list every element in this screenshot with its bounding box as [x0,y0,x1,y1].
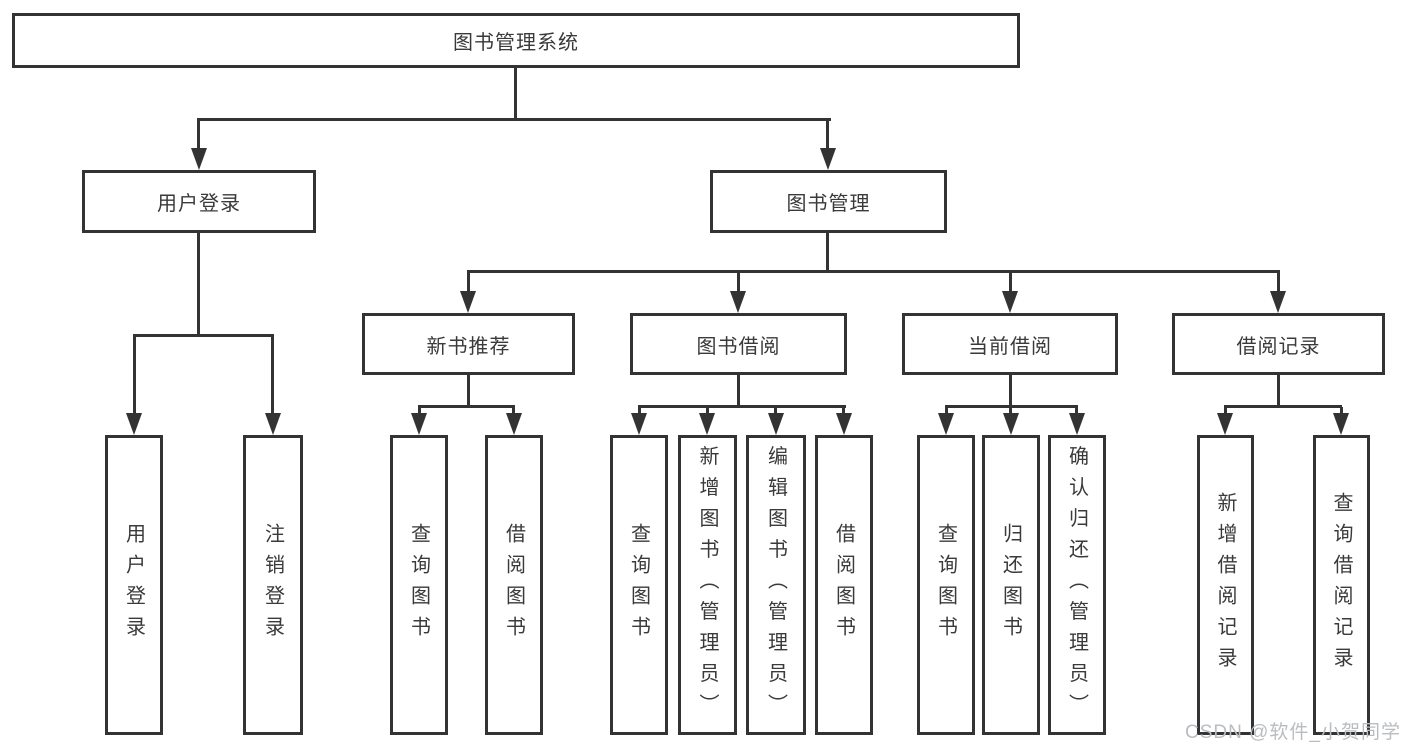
connector-line [737,272,740,294]
arrowhead-down-icon [730,291,746,313]
connector-line [271,336,274,416]
leaf-label: 确认归还（管理员） [1065,445,1088,725]
arrowhead-down-icon [506,413,522,435]
leaf-label: 查询借阅记录 [1330,492,1352,678]
connector-line [945,407,948,417]
arrowhead-down-icon [1002,291,1018,313]
leaf-return-books: 归还图书 [982,435,1040,735]
connector-line [1009,375,1012,407]
node-new-book-recommendation: 新书推荐 [362,313,575,375]
arrowhead-down-icon [460,291,476,313]
leaf-label: 查询图书 [627,523,650,647]
node-book-management: 图书管理 [710,170,947,233]
connector-line [826,233,829,272]
leaf-confirm-return-admin: 确认归还（管理员） [1048,435,1106,735]
node-label: 当前借阅 [968,335,1052,358]
connector-line [1277,272,1280,294]
connector-line [467,272,470,294]
arrowhead-down-icon [1003,413,1019,435]
connector-line [467,270,1280,273]
node-current-borrowing: 当前借阅 [902,313,1118,375]
connector-line [774,407,777,417]
connector-line [418,405,515,408]
leaf-query-books-recommend: 查询图书 [390,435,448,735]
arrowhead-down-icon [1270,291,1286,313]
arrowhead-down-icon [265,413,281,435]
leaf-label: 新增图书（管理员） [696,445,718,725]
node-label: 新书推荐 [426,335,511,358]
leaf-label: 借阅图书 [502,523,525,647]
leaf-label: 归还图书 [999,523,1022,647]
csdn-watermark: CSDN @软件_小贺同学 [1185,722,1401,743]
connector-line [512,407,515,417]
leaf-edit-books-admin: 编辑图书（管理员） [746,435,806,735]
arrowhead-down-icon [191,148,207,170]
connector-line [826,120,829,152]
connector-line [1224,405,1342,408]
leaf-query-books-current: 查询图书 [917,435,975,735]
leaf-add-borrow-record: 新增借阅记录 [1197,435,1254,735]
leaf-user-login: 用户登录 [105,435,163,735]
connector-line [514,68,517,120]
connector-line [1009,407,1012,417]
connector-line [197,120,200,152]
arrowhead-down-icon [411,413,427,435]
connector-line [842,407,845,417]
connector-line [1009,272,1012,294]
node-user-login: 用户登录 [82,170,316,233]
leaf-label: 用户登录 [122,523,145,647]
leaf-label: 查询图书 [934,523,957,647]
leaf-borrow-books: 借阅图书 [815,435,873,735]
leaf-query-books-borrowing: 查询图书 [610,435,668,735]
connector-line [737,375,740,407]
connector-line [706,407,709,417]
leaf-query-borrow-record: 查询借阅记录 [1313,435,1370,735]
leaf-add-books-admin: 新增图书（管理员） [678,435,737,735]
leaf-logout: 注销登录 [243,435,303,735]
leaf-label: 查询图书 [407,523,430,647]
connector-line [638,405,846,408]
node-label: 图书管理 [786,193,871,215]
leaf-label: 新增借阅记录 [1214,492,1236,678]
leaf-label: 编辑图书（管理员） [764,445,787,725]
connector-line [1340,407,1343,417]
arrowhead-down-icon [820,148,836,170]
connector-line [467,375,470,407]
leaf-label: 注销登录 [261,523,284,647]
node-library-management-system: 图书管理系统 [12,13,1020,68]
connector-line [1277,375,1280,407]
node-label: 图书管理系统 [453,32,579,54]
connector-line [1224,407,1227,417]
connector-line [1075,407,1078,417]
arrowhead-down-icon [699,413,715,435]
arrowhead-down-icon [1069,413,1085,435]
arrowhead-down-icon [1217,413,1233,435]
connector-line [133,334,274,337]
arrowhead-down-icon [938,413,954,435]
connector-line [945,405,1078,408]
arrowhead-down-icon [1333,413,1349,435]
connector-line [197,233,200,336]
node-label: 图书借阅 [696,335,781,358]
arrowhead-down-icon [768,413,784,435]
connector-line [418,407,421,417]
node-label: 借阅记录 [1236,335,1321,358]
arrowhead-down-icon [631,413,647,435]
connector-line [197,118,831,121]
connector-line [638,407,641,417]
arrowhead-down-icon [126,413,142,435]
arrowhead-down-icon [836,413,852,435]
node-borrowing-records: 借阅记录 [1172,313,1385,375]
leaf-label: 借阅图书 [832,523,855,647]
connector-line [133,336,136,416]
node-label: 用户登录 [157,193,241,215]
leaf-borrow-books-recommend: 借阅图书 [485,435,543,735]
node-book-borrowing: 图书借阅 [630,313,847,375]
